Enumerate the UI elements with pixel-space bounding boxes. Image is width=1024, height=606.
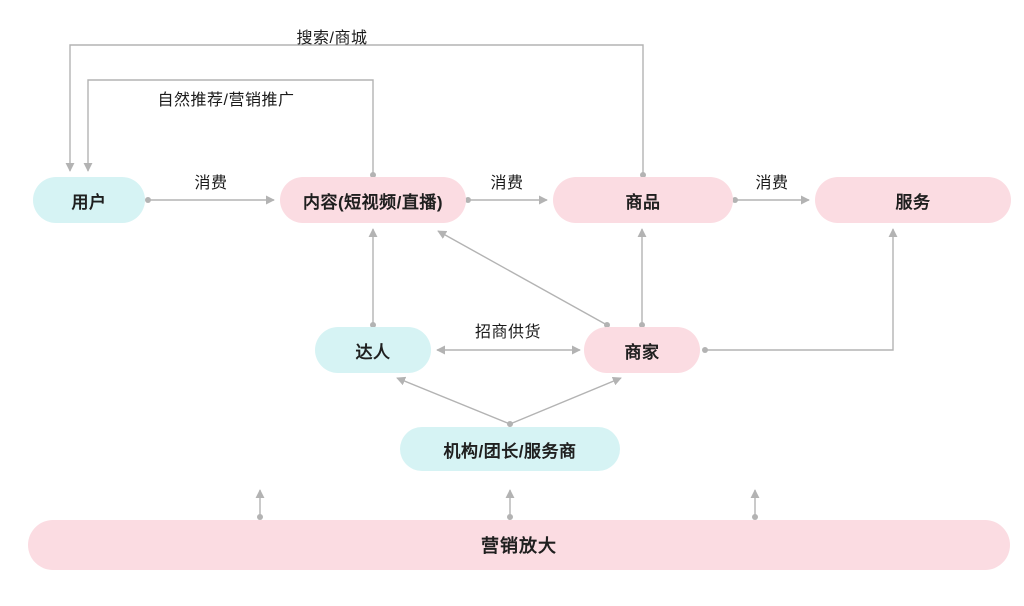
edge-merchant-to-service bbox=[705, 228, 898, 351]
label-natural-promo: 自然推荐/营销推广 bbox=[157, 92, 295, 109]
label-search-mall: 搜索/商城 bbox=[296, 30, 368, 47]
node-merchant: 商家 bbox=[584, 327, 700, 373]
node-influencer: 达人 bbox=[315, 327, 431, 373]
node-agency: 机构/团长/服务商 bbox=[400, 427, 620, 471]
junction-dot bbox=[752, 514, 758, 520]
junction-dot bbox=[640, 172, 646, 178]
node-product: 商品 bbox=[553, 177, 733, 223]
node-user: 用户 bbox=[33, 177, 145, 223]
label-supply: 招商供货 bbox=[474, 324, 542, 341]
junction-dot bbox=[702, 347, 708, 353]
junction-dot bbox=[145, 197, 151, 203]
edge-agency-to-merchant bbox=[509, 376, 622, 425]
edge-product-to-user-search bbox=[65, 44, 644, 175]
junction-dot bbox=[257, 514, 263, 520]
label-consume-user-content: 消费 bbox=[194, 175, 228, 192]
edge-agency-to-influencer bbox=[396, 376, 511, 425]
node-content: 内容(短视频/直播) bbox=[280, 177, 466, 223]
node-service: 服务 bbox=[815, 177, 1011, 223]
junction-dot bbox=[507, 421, 513, 427]
node-marketing-amplification: 营销放大 bbox=[28, 520, 1010, 570]
junction-dot bbox=[639, 322, 645, 328]
junction-dot bbox=[507, 514, 513, 520]
junction-dot bbox=[732, 197, 738, 203]
label-consume-product-service: 消费 bbox=[755, 175, 789, 192]
label-consume-content-product: 消费 bbox=[490, 175, 524, 192]
edge-merchant-to-content bbox=[437, 230, 608, 326]
junction-dot bbox=[370, 322, 376, 328]
junction-dot bbox=[465, 197, 471, 203]
junction-dot bbox=[370, 172, 376, 178]
junction-dot bbox=[604, 322, 610, 328]
edge-content-to-user-recommend bbox=[83, 79, 374, 175]
